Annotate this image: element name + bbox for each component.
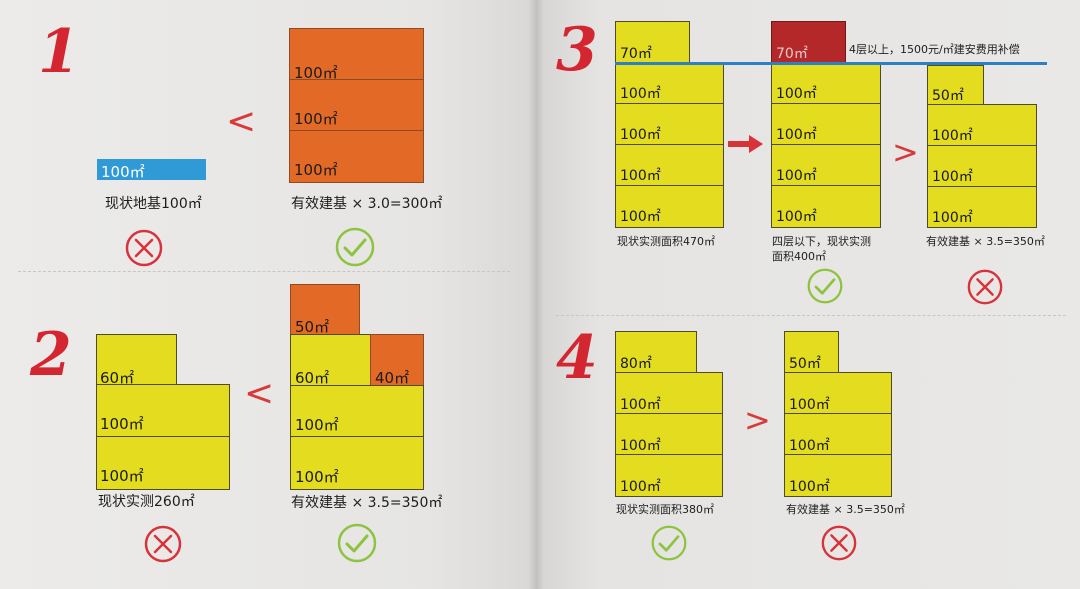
s4-left-floor-block: [615, 372, 723, 415]
s4-left-label: 100㎡: [620, 438, 661, 454]
s2-right-row1-label: 60㎡: [295, 369, 330, 387]
s3-mid-floor-block: [771, 63, 881, 105]
s3-left-label: 100㎡: [620, 127, 661, 143]
section-2-number: 2: [30, 320, 72, 390]
s3-left-caption: 现状实测面积470㎡: [617, 235, 715, 248]
s1-compare-sign: <: [226, 101, 257, 142]
s3-threshold-line: [615, 62, 1047, 65]
s3-mid-floor-block: [771, 185, 881, 228]
s1-floor-block-mid: [289, 79, 424, 132]
s4-left-floor-block: [615, 454, 723, 497]
s3-mid-caption-line2: 面积400㎡: [772, 250, 826, 263]
s2-left-mid-block: [96, 384, 230, 438]
s3-mid-label: 100㎡: [776, 86, 817, 102]
s4-right-cross-icon: [821, 525, 857, 561]
s3-mid-label: 100㎡: [776, 168, 817, 184]
s3-right-caption: 有效建基 × 3.5=350㎡: [926, 235, 1045, 248]
s2-left-label: 60㎡: [100, 369, 135, 387]
s3-left-label: 100㎡: [620, 86, 661, 102]
s2-right-bottom-block: [290, 436, 424, 490]
s1-floor-block-top: [289, 28, 424, 81]
s1-base-label: 100㎡: [101, 163, 145, 181]
s3-mid-label: 100㎡: [776, 127, 817, 143]
section-3-number: 3: [556, 15, 598, 85]
s3-right-label: 50㎡: [932, 88, 964, 104]
s4-right-floor-block: [784, 454, 892, 497]
s2-right-top-label: 50㎡: [295, 318, 330, 336]
s1-left-caption: 现状地基100㎡: [105, 196, 202, 212]
divider-left: [18, 271, 510, 272]
s4-left-label: 80㎡: [620, 356, 652, 372]
s3-note: 4层以上，1500元/㎡建安费用补偿: [849, 43, 1020, 56]
s3-right-label: 100㎡: [932, 128, 973, 144]
s1-right-check-icon: [335, 227, 375, 267]
s2-right-check-icon: [337, 523, 377, 563]
s1-floor-label: 100㎡: [294, 161, 338, 179]
s2-compare-sign: <: [244, 373, 275, 414]
s2-right-row1-orange-label: 40㎡: [375, 369, 410, 387]
s3-right-label: 100㎡: [932, 210, 973, 226]
s3-mid-floor-block: [771, 144, 881, 187]
s2-left-cross-icon: [144, 525, 182, 563]
s3-left-label: 70㎡: [620, 46, 652, 62]
s3-left-floor-block: [615, 185, 724, 228]
s3-compare-sign: >: [892, 133, 919, 171]
s3-mid-top-label: 70㎡: [776, 46, 808, 62]
s2-left-bottom-block: [96, 436, 230, 490]
s4-left-caption: 现状实测面积380㎡: [616, 503, 714, 516]
s4-right-floor-block: [784, 372, 892, 415]
s3-left-floor-block: [615, 144, 724, 187]
s3-right-floor-block: [927, 145, 1037, 188]
s2-right-row1-orange-block: [370, 334, 424, 387]
s3-mid-top-block: [771, 21, 846, 64]
s4-right-label: 100㎡: [789, 438, 830, 454]
s1-floor-label: 100㎡: [294, 110, 338, 128]
s2-left-label: 100㎡: [100, 467, 144, 485]
s1-floor-block-bottom: [289, 130, 424, 183]
s3-right-floor-block: [927, 186, 1037, 228]
s3-mid-label: 100㎡: [776, 209, 817, 225]
s3-right-label: 100㎡: [932, 169, 973, 185]
s4-left-check-icon: [651, 525, 687, 561]
s4-compare-sign: >: [744, 401, 771, 439]
s3-mid-caption-line1: 四层以下，现状实测: [772, 235, 871, 248]
s4-right-label: 100㎡: [789, 479, 830, 495]
s3-left-label: 100㎡: [620, 209, 661, 225]
s3-left-floor-block: [615, 103, 724, 146]
s2-right-label: 100㎡: [295, 416, 339, 434]
s2-right-top-block: [290, 284, 360, 336]
left-page: [0, 0, 536, 589]
s2-left-caption: 现状实测260㎡: [98, 494, 195, 510]
s4-left-top-block: [615, 331, 697, 374]
s3-right-top-block: [927, 65, 984, 106]
s3-left-top-block: [615, 21, 690, 64]
page-fold: [528, 0, 544, 589]
s4-right-label: 50㎡: [789, 356, 821, 372]
s3-left-label: 100㎡: [620, 168, 661, 184]
s2-left-label: 100㎡: [100, 415, 144, 433]
s2-right-mid-block: [290, 385, 424, 438]
s4-left-label: 100㎡: [620, 479, 661, 495]
s4-right-label: 100㎡: [789, 397, 830, 413]
s2-right-label: 100㎡: [295, 468, 339, 486]
section-4-number: 4: [556, 323, 598, 393]
s1-base-block: [97, 159, 206, 180]
s1-right-caption: 有效建基 × 3.0=300㎡: [291, 196, 443, 212]
s3-mid-check-icon: [807, 268, 843, 304]
s3-right-cross-icon: [967, 269, 1003, 305]
section-1-number: 1: [38, 17, 80, 87]
s4-left-label: 100㎡: [620, 397, 661, 413]
s3-right-arrow-icon: [728, 135, 763, 153]
s2-right-caption: 有效建基 × 3.5=350㎡: [291, 495, 443, 511]
s1-left-cross-icon: [125, 229, 163, 267]
divider-right: [556, 315, 1066, 316]
s4-right-caption: 有效建基 × 3.5=350㎡: [786, 503, 905, 516]
s1-floor-label: 100㎡: [294, 64, 338, 82]
